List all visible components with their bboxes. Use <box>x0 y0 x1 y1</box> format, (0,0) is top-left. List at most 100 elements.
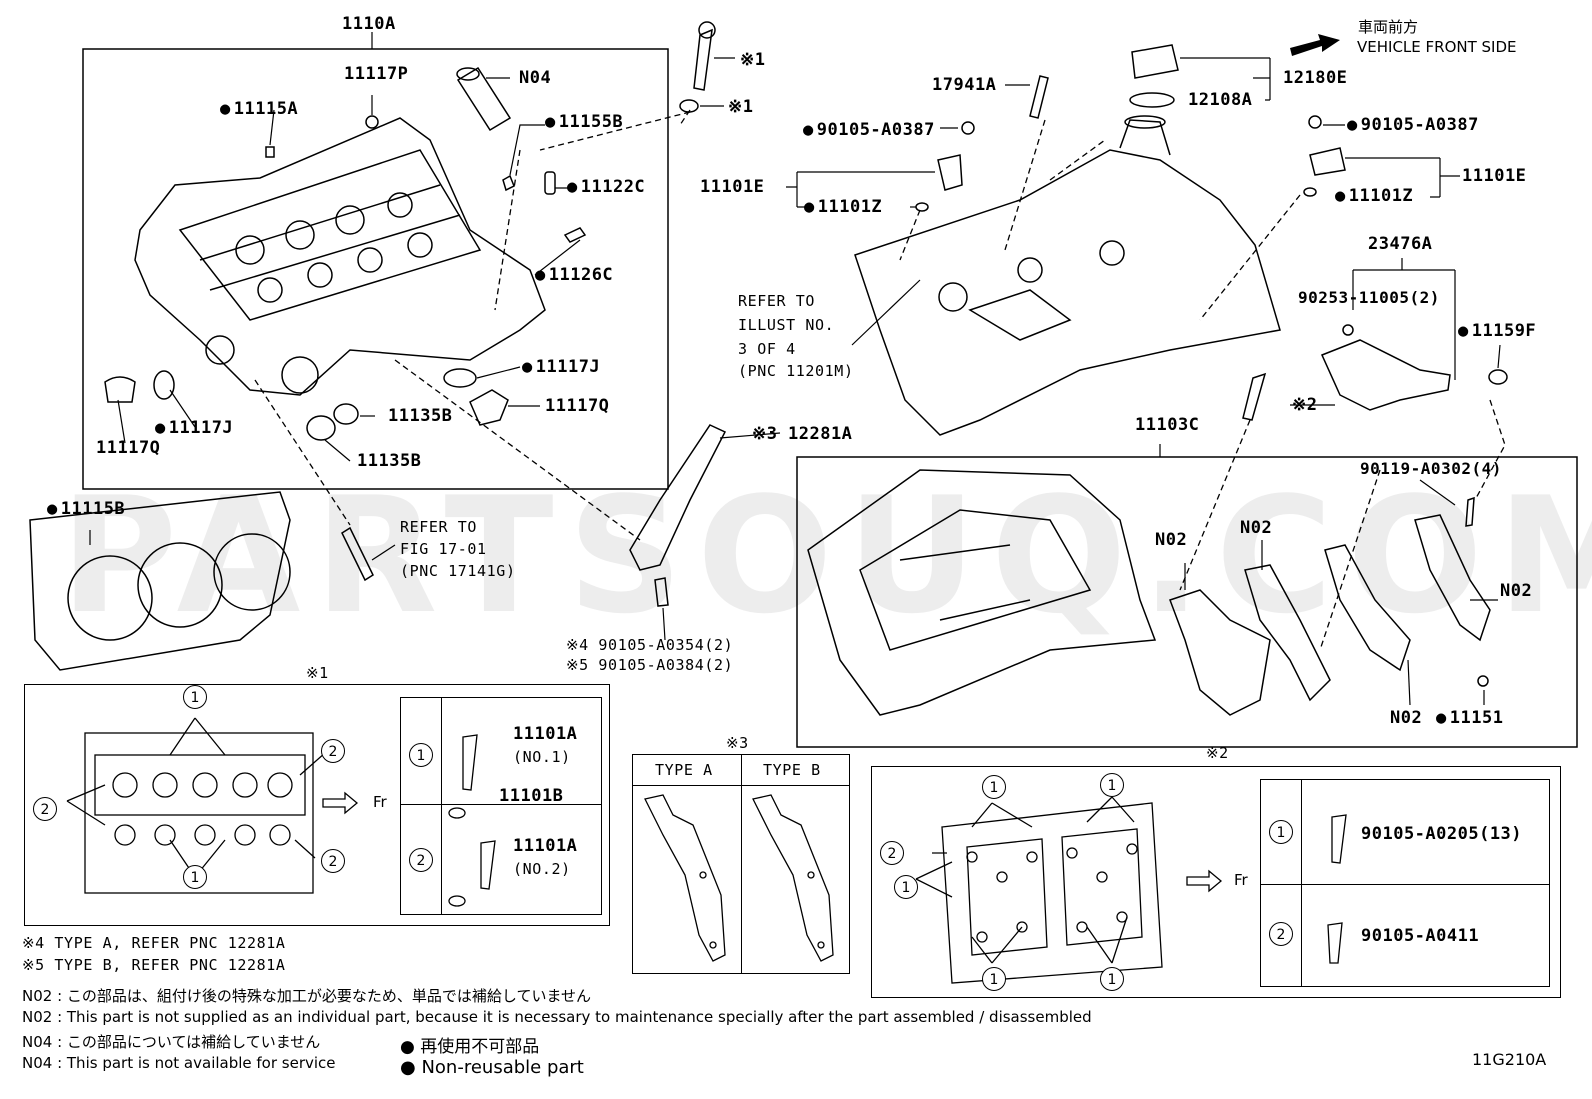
legend-dot-icon: ● <box>400 1057 416 1078</box>
mark-1-a: ※1 <box>740 50 766 70</box>
detail-2-row2-part: 90105-A0411 <box>1361 926 1480 946</box>
detail-2-row2-num: 2 <box>1269 922 1293 946</box>
part-label-11117P: 11117P <box>344 64 409 84</box>
detail-1-row2-sub: (NO.2) <box>513 860 571 878</box>
part-label-17941A: 17941A <box>932 75 997 95</box>
camshaft-housing-drawing <box>807 469 1157 716</box>
detail-1-head-drawing <box>66 717 496 907</box>
note-n02-jp: N02 : この部品は、組付け後の特殊な加工が必要なため、単品では補給していませ… <box>22 987 592 1005</box>
part-label-90119-A0302: 90119-A0302(4) <box>1360 459 1502 478</box>
part-label-23476A: 23476A <box>1368 234 1433 254</box>
legend-en-text: Non-reusable part <box>421 1057 584 1078</box>
part-label-11117Q-a: 11117Q <box>545 396 610 416</box>
mark-1-b: ※1 <box>728 97 754 117</box>
callout-2-right-bottom: 2 <box>321 849 345 873</box>
detail-1-table: 1 2 11101A (NO.1) 11101B 11101A (NO.2) <box>400 697 602 915</box>
diagram-code: 11G210A <box>1472 1050 1547 1069</box>
part-label-11135B-a: 11135B <box>388 406 453 426</box>
detail-3-title: ※3 <box>726 734 749 752</box>
callout-1-d: 1 <box>982 967 1006 991</box>
part-label-90105-A0387-b: 90105-A0387 <box>1347 115 1479 135</box>
detail-3-type-a: TYPE A <box>655 761 713 779</box>
legend-dot-icon: ● <box>400 1037 415 1057</box>
detail-3-box: TYPE A TYPE B <box>632 754 850 974</box>
detail-2-title: ※2 <box>1206 744 1229 762</box>
note-4: ※4 TYPE A, REFER PNC 12281A <box>22 934 286 952</box>
part-label-90253-11005: 90253-11005(2) <box>1298 288 1440 307</box>
part-label-11151: 11151 <box>1436 708 1503 728</box>
part-label-11117J-b: 11117J <box>155 418 233 438</box>
head-gasket-drawing <box>29 491 291 671</box>
part-label-11115B: 11115B <box>47 499 125 519</box>
refer-illust-line4: (PNC 11201M) <box>738 362 854 380</box>
note-5: ※5 TYPE B, REFER PNC 12281A <box>22 956 286 974</box>
callout-1-c: 1 <box>894 875 918 899</box>
mark-2: ※2 <box>1292 395 1318 415</box>
detail-2-row1-num: 1 <box>1269 820 1293 844</box>
legend-en: ● Non-reusable part <box>400 1057 584 1078</box>
callout-1-top: 1 <box>183 685 207 709</box>
part-label-N02-a: N02 <box>1155 530 1188 550</box>
refer-fig-line3: (PNC 17141G) <box>400 562 516 580</box>
refer-fig-line1: REFER TO <box>400 518 478 536</box>
detail-2-housing-drawing <box>915 796 1347 984</box>
note-n04-jp: N04 : この部品については補給していません <box>22 1033 321 1051</box>
part-label-11135B-b: 11135B <box>357 451 422 471</box>
part-label-11117Q-b: 11117Q <box>96 438 161 458</box>
detail-3-type-b: TYPE B <box>763 761 821 779</box>
bracket-12281a <box>629 424 727 571</box>
cylinder-head-group-frame <box>82 48 669 490</box>
part-label-12180E: 12180E <box>1283 68 1348 88</box>
vehicle-front-en: VEHICLE FRONT SIDE <box>1357 38 1517 56</box>
part-label-11155B: 11155B <box>545 112 623 132</box>
n04-pipe <box>456 66 512 132</box>
detail-1-row2-part: 11101A <box>513 836 578 856</box>
part-label-11159F: 11159F <box>1458 321 1536 341</box>
watermark: PARTSOUQ.COM <box>60 462 1592 649</box>
refer-illust-line1: REFER TO <box>738 292 816 310</box>
part-label-11103C: 11103C <box>1135 415 1200 435</box>
detail-1-row2-num: 2 <box>409 848 433 872</box>
callout-1-bottom: 1 <box>183 865 207 889</box>
refer-illust-line2: ILLUST NO. <box>738 316 835 334</box>
part-label-11101E-a: 11101E <box>700 177 765 197</box>
vehicle-front-arrow <box>1290 34 1340 56</box>
detail-1-row1-part: 11101A <box>513 724 578 744</box>
part-label-11117J-a: 11117J <box>522 357 600 377</box>
part-label-12281A: 12281A <box>788 424 853 444</box>
cylinder-head-cover-drawing <box>854 149 1281 436</box>
callout-1-b: 1 <box>1100 773 1124 797</box>
detail-2-fr-label: Fr <box>1234 871 1248 889</box>
detail-3-bracket-drawings <box>644 794 834 962</box>
part-label-11101E-b: 11101E <box>1462 166 1527 186</box>
cylinder-head-drawing <box>134 117 546 396</box>
callout-2-left: 2 <box>33 797 57 821</box>
detail-1-fr-label: Fr <box>373 793 387 811</box>
part-label-1110A: 1110A <box>342 14 396 34</box>
part-label-11126C: 11126C <box>535 265 613 285</box>
part-label-11115A: 11115A <box>220 99 298 119</box>
detail-1-row1-num: 1 <box>409 743 433 767</box>
refer-illust-line3: 3 OF 4 <box>738 340 796 358</box>
detail-1-box: 1 1 2 2 2 Fr 1 2 11101A (NO.1) 11101B 11… <box>24 684 610 926</box>
note-n04-en: N04 : This part is not available for ser… <box>22 1054 336 1072</box>
detail-1-title: ※1 <box>306 664 329 682</box>
callout-1-e: 1 <box>1100 967 1124 991</box>
part-label-12108A: 12108A <box>1188 90 1253 110</box>
part-label-11101Z-b: 11101Z <box>1335 186 1413 206</box>
callout-2-right-top: 2 <box>321 739 345 763</box>
part-label-N04: N04 <box>519 68 552 88</box>
part-label-90105-A0354: ※4 90105-A0354(2) <box>566 636 734 654</box>
part-label-N02-c: N02 <box>1500 581 1533 601</box>
part-label-11122C: 11122C <box>567 177 645 197</box>
mark-3: ※3 <box>752 424 778 444</box>
detail-1-row1-sub: (NO.1) <box>513 748 571 766</box>
legend-jp: ● 再使用不可部品 <box>400 1032 539 1057</box>
detail-2-table: 1 2 90105-A0205(13) 90105-A0411 <box>1260 779 1550 987</box>
legend-jp-text: 再使用不可部品 <box>420 1037 540 1057</box>
camshaft-housing-group-frame <box>796 456 1578 748</box>
part-label-11101Z-a: 11101Z <box>804 197 882 217</box>
detail-2-box: 1 1 2 1 1 1 Fr 1 2 90105-A0205(13) 90105… <box>871 766 1561 998</box>
detail-2-row1-part: 90105-A0205(13) <box>1361 824 1523 844</box>
